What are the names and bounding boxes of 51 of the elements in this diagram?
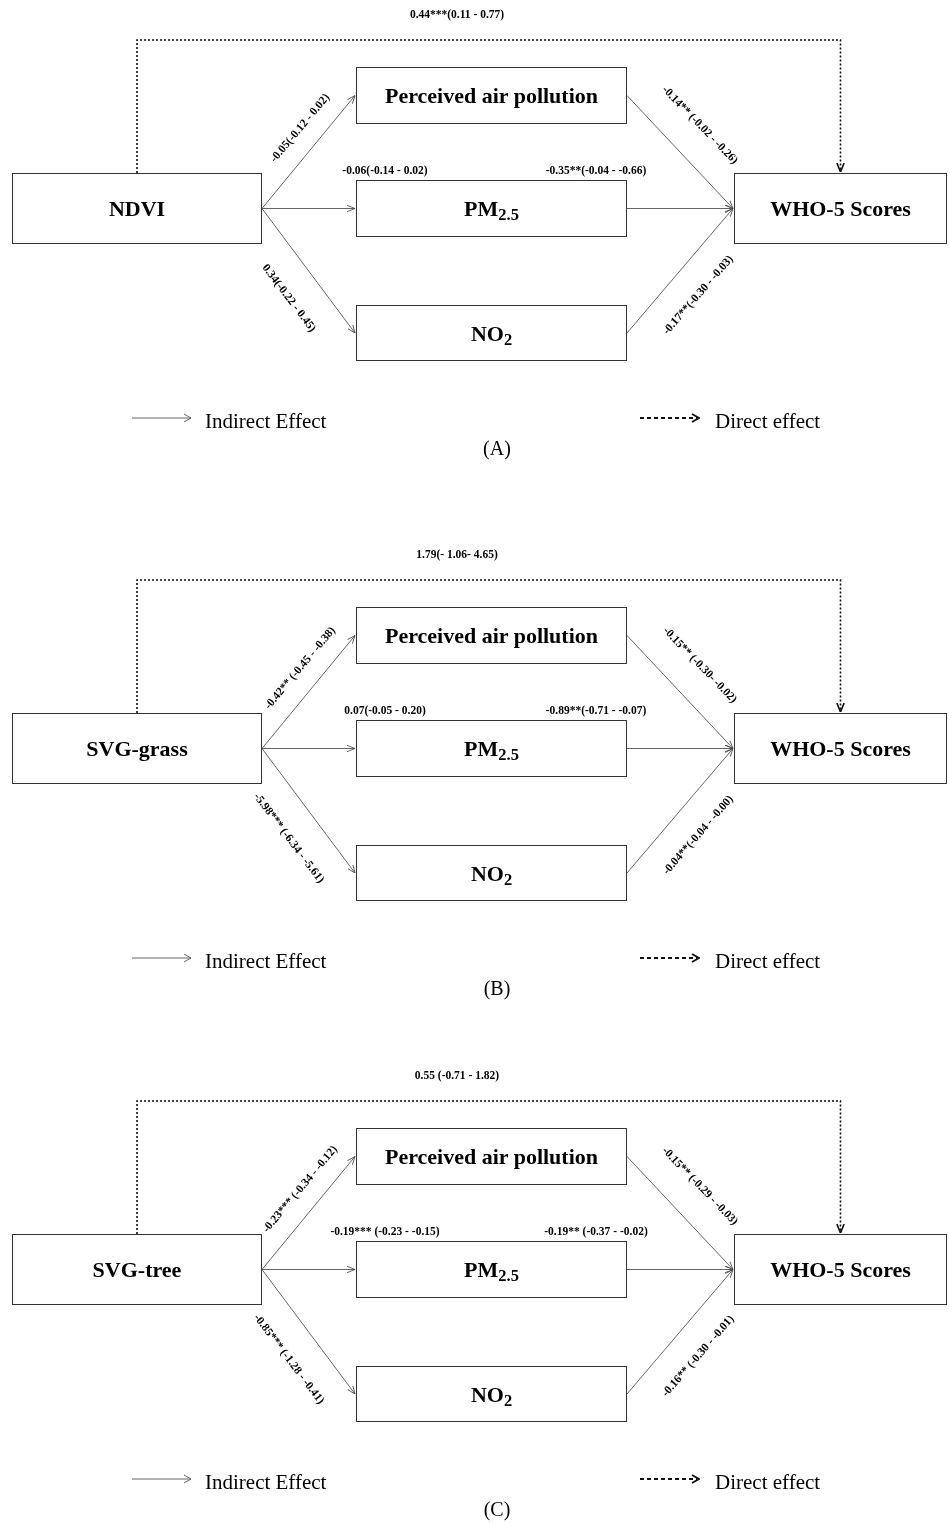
- edge-label: 1.79(- 1.06- 4.65): [416, 549, 498, 561]
- edge-label: 0.44***(0.11 - 0.77): [409, 9, 505, 21]
- edge-label: 0.55 (-0.71 - 1.82): [414, 1070, 500, 1082]
- variable-box: [356, 1128, 627, 1185]
- variable-name: WHO-5 Scores: [770, 735, 911, 763]
- variable-name: SVG-tree: [92, 1256, 182, 1284]
- edge-label: 0.07(-0.05 - 0.20): [344, 705, 426, 717]
- variable-name: PM$_{2.5}$: [464, 195, 519, 225]
- panel-label: (C): [483, 1499, 511, 1519]
- legend-text: Indirect Effect: [205, 411, 327, 432]
- variable-box: [356, 180, 627, 237]
- variable-box: [734, 1234, 947, 1305]
- variable-name: PM$_{2.5}$: [464, 1256, 519, 1286]
- legend-text: Direct effect: [715, 951, 821, 972]
- variable-box: [356, 720, 627, 777]
- variable-name: SVG-grass: [86, 735, 188, 763]
- variable-box: [734, 713, 947, 784]
- variable-box: [12, 173, 262, 244]
- dashed-arrow: [136, 579, 845, 714]
- variable-box: [356, 67, 627, 124]
- dashed-arrow: [136, 39, 845, 174]
- variable-box: [734, 173, 947, 244]
- variable-box: [12, 1234, 262, 1305]
- variable-box: [356, 1366, 627, 1422]
- legend-text: Direct effect: [715, 1472, 821, 1493]
- variable-name: Perceived air pollution: [384, 622, 599, 650]
- variable-name: NO$_{2}$: [470, 859, 513, 890]
- variable-name: WHO-5 Scores: [770, 1256, 911, 1284]
- variable-box: [356, 845, 627, 901]
- legend-text: Direct effect: [715, 411, 821, 432]
- variable-box: [12, 713, 262, 784]
- variable-name: PM$_{2.5}$: [464, 735, 519, 765]
- panel-label: (B): [483, 978, 511, 998]
- variable-name: Perceived air pollution: [384, 82, 599, 110]
- variable-box: [356, 607, 627, 664]
- variable-box: [356, 305, 627, 361]
- variable-box: [356, 1241, 627, 1298]
- variable-name: WHO-5 Scores: [770, 195, 911, 223]
- variable-name: NO$_{2}$: [470, 1380, 513, 1411]
- edge-label: -0.89**(-0.71 - -0.07): [545, 705, 647, 717]
- dashed-arrow: [136, 1100, 845, 1235]
- edge-label: -0.35**(-0.04 - -0.66): [545, 165, 647, 177]
- panel-label: (A): [483, 438, 511, 458]
- legend-text: Indirect Effect: [205, 1472, 327, 1493]
- variable-name: NDVI: [108, 195, 166, 223]
- edge-label: -0.19** (-0.37 - -0.02): [544, 1226, 648, 1238]
- legend-text: Indirect Effect: [205, 951, 327, 972]
- edge-label: -0.19*** (-0.23 - -0.15): [330, 1226, 440, 1238]
- variable-name: Perceived air pollution: [384, 1143, 599, 1171]
- edge-label: -0.06(-0.14 - 0.02): [342, 165, 428, 177]
- variable-name: NO$_{2}$: [470, 319, 513, 350]
